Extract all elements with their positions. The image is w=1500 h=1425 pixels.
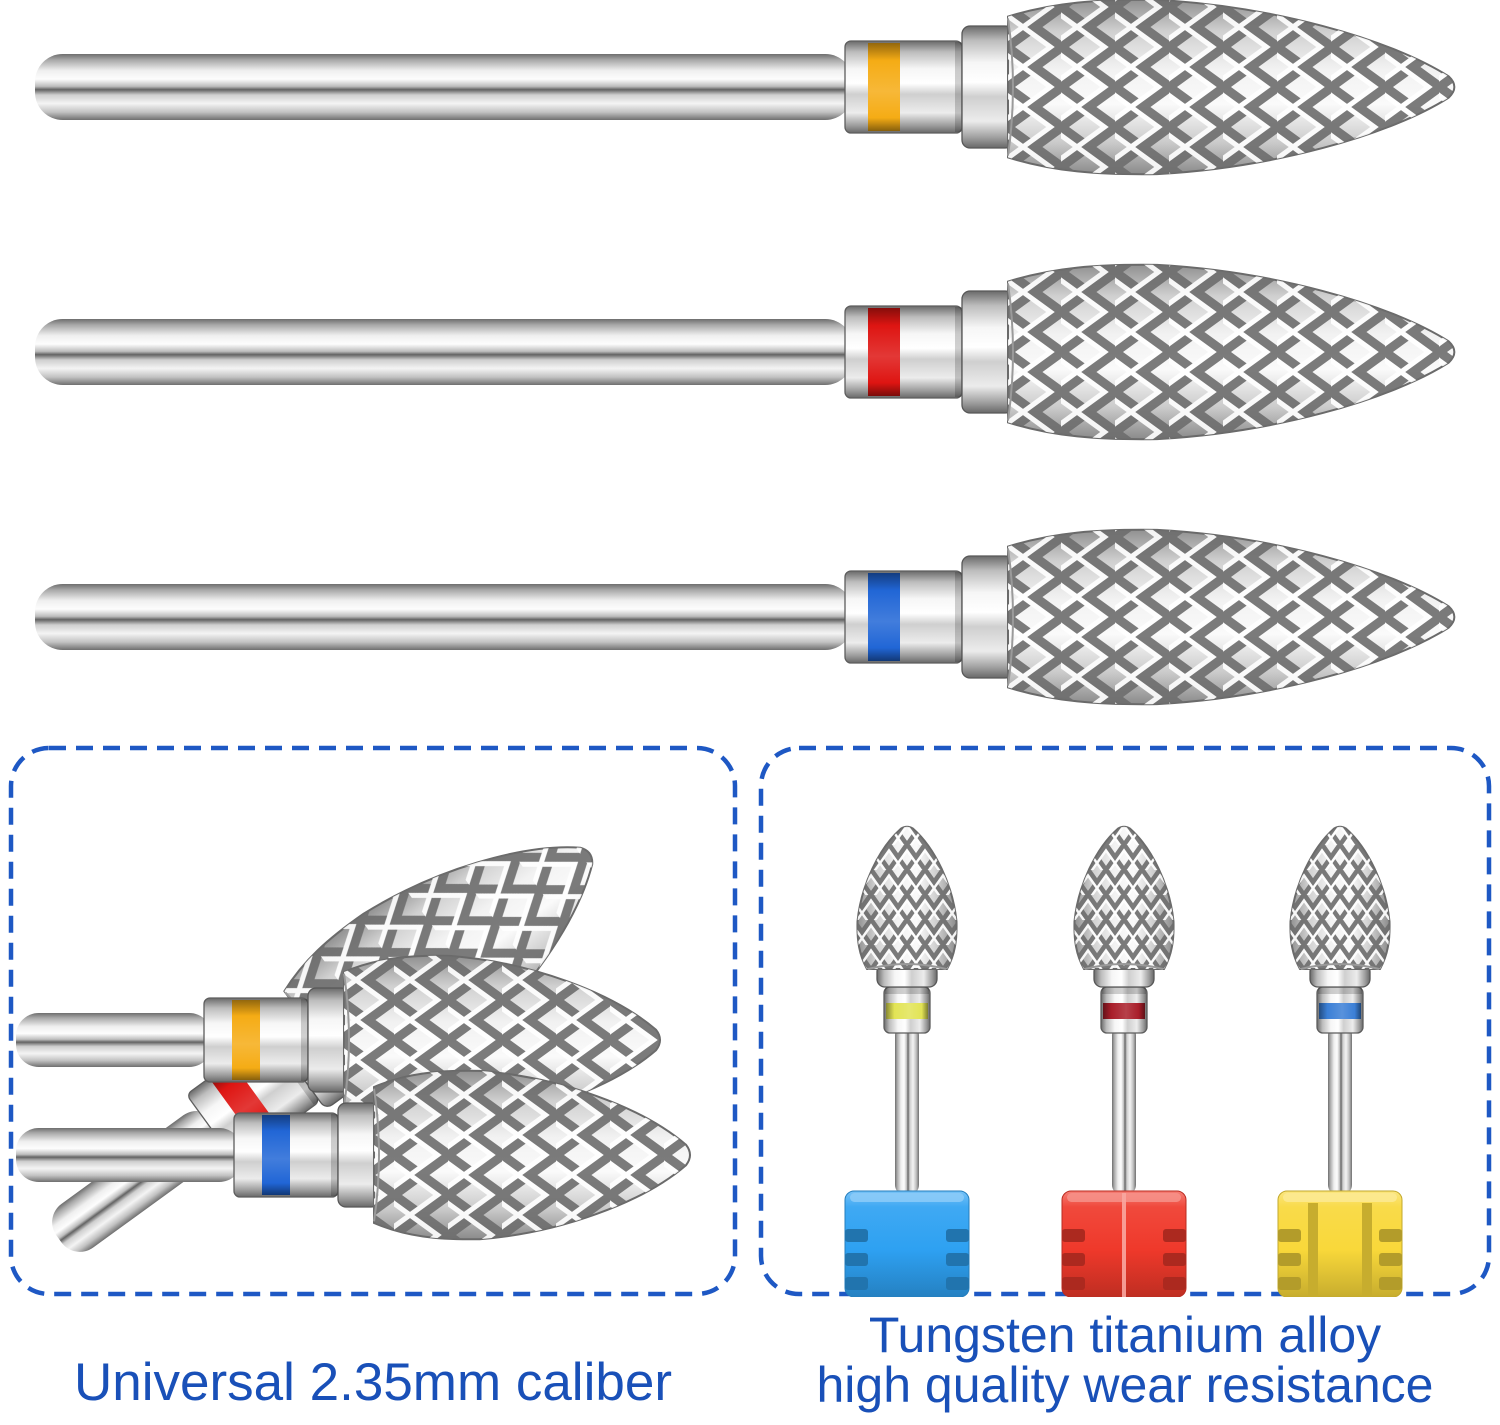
right-feature-panel	[758, 745, 1492, 1297]
color-band	[886, 1003, 928, 1019]
top-drill-bits-row	[35, 0, 1456, 706]
left-feature-panel	[8, 745, 738, 1297]
color-band	[868, 573, 900, 661]
bit-holder-blue	[844, 1190, 970, 1297]
left-caption: Universal 2.35mm caliber	[74, 1353, 672, 1412]
color-band	[232, 1000, 260, 1080]
color-band	[1319, 1003, 1361, 1019]
right-caption-line2: high quality wear resistance	[816, 1357, 1434, 1413]
dashed-panel-border	[8, 745, 738, 1297]
color-band	[868, 308, 900, 396]
bit-holder-red	[1061, 1190, 1187, 1297]
drill-bit-yellow-band	[35, 0, 1456, 176]
right-caption: Tungsten titanium alloy high quality wea…	[758, 1310, 1492, 1410]
color-band	[868, 43, 900, 131]
drill-bit-blue-band	[35, 528, 1456, 706]
stand-yellow-holder-bit	[1289, 825, 1391, 1195]
drill-bit-red-band	[35, 263, 1456, 441]
fanned-bit-yellow-band	[16, 954, 661, 1126]
right-caption-line1: Tungsten titanium alloy	[868, 1307, 1382, 1363]
fanned-bit-blue-band	[16, 1069, 691, 1241]
color-band	[1103, 1003, 1145, 1019]
color-band	[262, 1115, 290, 1195]
stand-blue-holder-bit	[856, 825, 958, 1195]
stand-red-holder-bit	[1073, 825, 1175, 1195]
bit-holder-yellow	[1277, 1190, 1403, 1297]
